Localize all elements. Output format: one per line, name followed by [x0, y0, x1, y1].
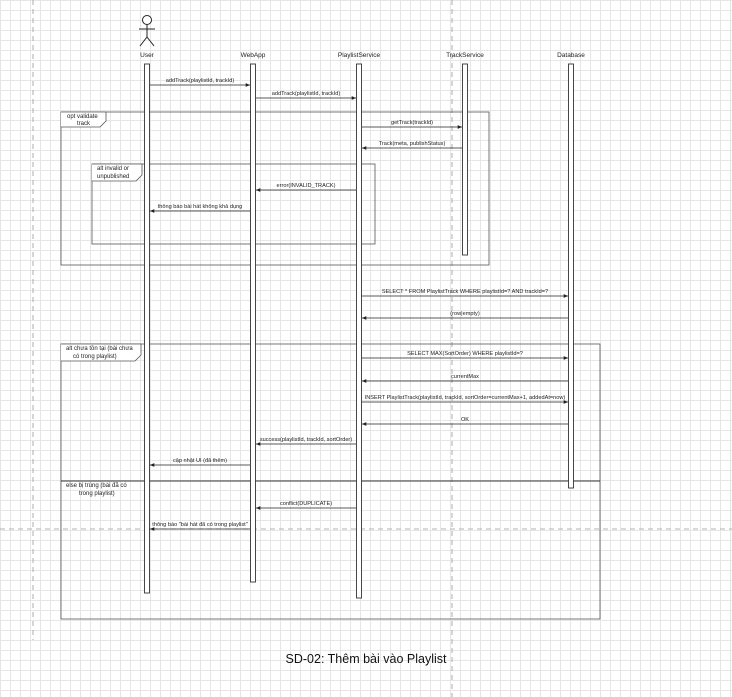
diagram-caption: SD-02: Thêm bài vào Playlist: [285, 652, 447, 666]
message-13: success(playlistId, trackId, sortOrder): [256, 437, 356, 446]
message-4: Track(meta, publishStatus): [362, 141, 462, 150]
message-12: OK: [362, 417, 568, 426]
activation-bar-user: [144, 63, 150, 594]
message-3: getTrack(trackId): [362, 120, 462, 129]
lifeline-label-db: Database: [557, 52, 585, 59]
message-7: SELECT * FROM PlaylistTrack WHERE playli…: [362, 289, 568, 298]
message-label: cập nhật UI (đã thêm): [173, 458, 227, 464]
message-label: Track(meta, publishStatus): [379, 141, 446, 147]
message-16: thông báo "bài hát đã có trong playlist": [150, 522, 250, 531]
frame-alt-not-exist: alt chưa tồn tại (bài chưa có trong play…: [60, 343, 601, 620]
message-14: cập nhật UI (đã thêm): [150, 458, 250, 467]
frame-else-label-line1: else bị trùng (bài đã có: [66, 483, 127, 489]
message-label: (row|empty): [450, 311, 480, 317]
lifeline-label-user: User: [140, 52, 155, 59]
message-11: INSERT PlaylistTrack(playlistId, trackId…: [362, 395, 568, 404]
message-label: currentMax: [451, 374, 479, 380]
message-label: getTrack(trackId): [391, 120, 433, 126]
message-label: SELECT * FROM PlaylistTrack WHERE playli…: [382, 289, 548, 295]
frame-alt-not-exist-label-line2: có trong playlist): [73, 354, 117, 360]
frame-alt-invalid-label-line1: alt invalid or: [97, 166, 129, 172]
message-8: (row|empty): [362, 311, 568, 320]
lifeline-user: User: [140, 52, 155, 594]
lifeline-label-track: TrackService: [446, 52, 484, 59]
message-9: SELECT MAX(SortOrder) WHERE playlistId=?: [362, 351, 568, 360]
lifeline-playlist: PlaylistService: [338, 52, 381, 599]
message-label: addTrack(playlistId, trackId): [166, 78, 235, 84]
message-label: SELECT MAX(SortOrder) WHERE playlistId=?: [407, 351, 523, 357]
message-2: addTrack(playlistId, trackId): [256, 91, 356, 100]
activation-bar-db: [568, 63, 574, 489]
frame-opt-label-line1: opt validate: [67, 114, 98, 120]
messages: addTrack(playlistId, trackId) addTrack(pl…: [150, 78, 568, 531]
activation-bar-playlist: [356, 63, 362, 599]
message-label: conflict(DUPLICATE): [280, 501, 332, 507]
lifelines: User WebApp PlaylistService TrackService Dat…: [140, 52, 585, 599]
message-15: conflict(DUPLICATE): [256, 501, 356, 510]
message-6: thông báo bài hát không khả dụng: [150, 204, 250, 213]
message-label: INSERT PlaylistTrack(playlistId, trackId…: [365, 395, 566, 401]
lifeline-webapp: WebApp: [241, 52, 266, 583]
message-1: addTrack(playlistId, trackId): [150, 78, 250, 87]
message-label: thông báo "bài hát đã có trong playlist": [152, 522, 247, 528]
lifeline-label-webapp: WebApp: [241, 52, 266, 59]
message-5: error(INVALID_TRACK): [256, 183, 356, 192]
message-10: currentMax: [362, 374, 568, 383]
frame-opt-label-line2: track: [77, 121, 91, 127]
message-label: addTrack(playlistId, trackId): [272, 91, 341, 97]
user-actor-icon: [139, 15, 155, 47]
lifeline-label-playlist: PlaylistService: [338, 52, 381, 59]
frame-opt-validate-track: opt validate track: [60, 111, 490, 266]
activation-bar-track: [462, 63, 468, 256]
message-label: thông báo bài hát không khả dụng: [158, 204, 243, 210]
frame-alt-invalid: alt invalid or unpublished: [91, 163, 376, 245]
lifeline-db: Database: [557, 52, 585, 489]
lifeline-track: TrackService: [446, 52, 484, 256]
frame-alt-not-exist-label-line1: alt chưa tồn tại (bài chưa: [66, 346, 133, 352]
frame-alt-invalid-label-line2: unpublished: [97, 174, 129, 180]
message-label: success(playlistId, trackId, sortOrder): [260, 437, 352, 443]
frame-else-label-line2: trong playlist): [79, 491, 115, 497]
message-label: error(INVALID_TRACK): [277, 183, 336, 189]
message-label: OK: [461, 417, 469, 423]
activation-bar-webapp: [250, 63, 256, 583]
